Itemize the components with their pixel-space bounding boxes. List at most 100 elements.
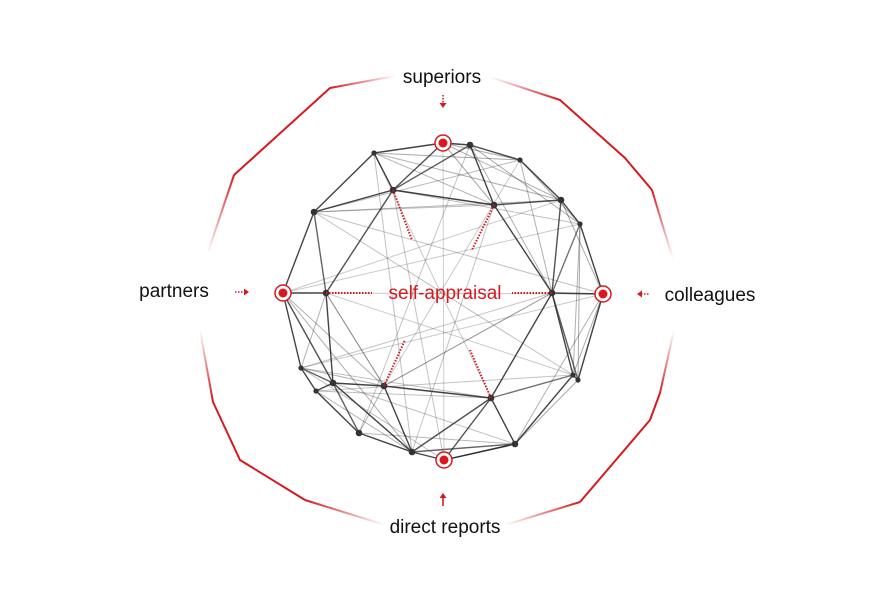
- mesh-edge: [442, 142, 562, 201]
- mesh-edge: [332, 382, 516, 445]
- arrow-up-icon: [439, 493, 447, 506]
- mesh-edge: [490, 397, 516, 445]
- mesh-edge: [443, 443, 516, 461]
- mesh-edge: [373, 152, 562, 201]
- mesh-edge: [313, 211, 327, 294]
- mesh-edge: [282, 223, 581, 294]
- mesh-edge: [313, 211, 604, 295]
- mesh-edge: [383, 385, 413, 453]
- node-top: [434, 134, 452, 152]
- network-sphere: [282, 141, 604, 461]
- mesh-node: [577, 221, 583, 227]
- mesh-node: [298, 365, 304, 371]
- mesh-edge: [313, 204, 495, 213]
- mesh-edge: [383, 159, 521, 387]
- mesh-edge: [469, 144, 495, 206]
- mesh-edge: [493, 204, 553, 294]
- ring-left-upper: [206, 174, 235, 256]
- mesh-edge: [519, 159, 562, 201]
- mesh-edge: [469, 144, 581, 225]
- spoke-upper-left: [392, 189, 413, 241]
- mesh-edge: [519, 159, 581, 225]
- ring-bottom-left: [304, 499, 386, 526]
- node-right: [594, 285, 612, 303]
- mesh-edge: [493, 199, 562, 206]
- mesh-edge: [313, 159, 521, 213]
- mesh-edge: [282, 199, 562, 294]
- mesh-edge: [392, 144, 471, 191]
- mesh-node: [310, 208, 318, 216]
- mesh-edge: [313, 189, 394, 213]
- mesh-edge: [551, 223, 581, 294]
- mesh-node: [511, 440, 519, 448]
- label-colleagues: colleagues: [665, 285, 756, 306]
- mesh-edge: [560, 199, 604, 295]
- ring-right-upper: [651, 189, 675, 263]
- mesh-edge: [315, 390, 360, 434]
- mesh-edge: [392, 189, 445, 461]
- mesh-edge: [469, 144, 521, 161]
- mesh-edge: [514, 379, 579, 445]
- mesh-node: [371, 150, 377, 156]
- mesh-edge: [373, 152, 495, 206]
- mesh-edge: [332, 382, 360, 434]
- mesh-edge: [411, 443, 516, 453]
- mesh-edge: [572, 293, 604, 376]
- mesh-edge: [313, 211, 574, 376]
- node-bottom: [435, 451, 453, 469]
- mesh-edge: [373, 152, 413, 453]
- mesh-edge: [514, 374, 574, 445]
- mesh-edge: [300, 367, 385, 387]
- mesh-edge: [325, 189, 394, 294]
- mesh-edge: [490, 292, 553, 399]
- center-spokes: [326, 189, 552, 399]
- label-partners: partners: [139, 281, 209, 302]
- arrow-left-icon: [637, 290, 650, 298]
- mesh-edge: [373, 142, 444, 154]
- mesh-edge: [411, 204, 495, 453]
- spoke-upper-right: [471, 204, 495, 251]
- mesh-edge: [519, 159, 553, 294]
- mesh-node: [570, 372, 576, 378]
- mesh-edge: [282, 211, 315, 294]
- highlight-nodes: [274, 134, 612, 469]
- mesh-edge: [325, 292, 604, 295]
- mesh-edge: [392, 189, 495, 206]
- mesh-edge: [332, 382, 413, 453]
- mesh-edge: [332, 382, 385, 387]
- label-self-appraisal: self-appraisal: [389, 283, 502, 304]
- mesh-node: [517, 157, 523, 163]
- mesh-edge: [282, 292, 334, 384]
- mesh-edge: [551, 199, 562, 294]
- ring-right-lower: [579, 329, 675, 503]
- mesh-edge: [490, 374, 574, 399]
- mesh-edge: [383, 385, 492, 399]
- ring-top-right: [489, 76, 653, 191]
- mesh-edge: [358, 144, 471, 434]
- outer-ring: [199, 75, 675, 526]
- mesh-edge: [514, 293, 604, 445]
- mesh-edge: [300, 292, 327, 369]
- mesh-edge: [300, 367, 334, 384]
- mesh-node: [355, 429, 363, 437]
- mesh-node: [575, 377, 581, 383]
- mesh-edge: [392, 142, 444, 191]
- mesh-edge: [313, 152, 375, 213]
- mesh-edge: [282, 292, 385, 387]
- mesh-edge: [373, 152, 394, 191]
- mesh-edge: [442, 142, 495, 206]
- mesh-edge: [358, 432, 413, 453]
- mesh-edge: [358, 432, 516, 445]
- mesh-edge: [325, 292, 574, 376]
- mesh-edge: [383, 292, 553, 387]
- mesh-node: [466, 141, 474, 149]
- mesh-edge: [325, 292, 334, 384]
- mesh-edge: [577, 293, 604, 381]
- mesh-edge: [300, 367, 492, 399]
- mesh-edge: [282, 292, 302, 369]
- mesh-edge: [443, 397, 492, 461]
- mesh-edge: [315, 374, 574, 392]
- mesh-edge: [560, 199, 581, 225]
- mesh-edge: [300, 367, 445, 461]
